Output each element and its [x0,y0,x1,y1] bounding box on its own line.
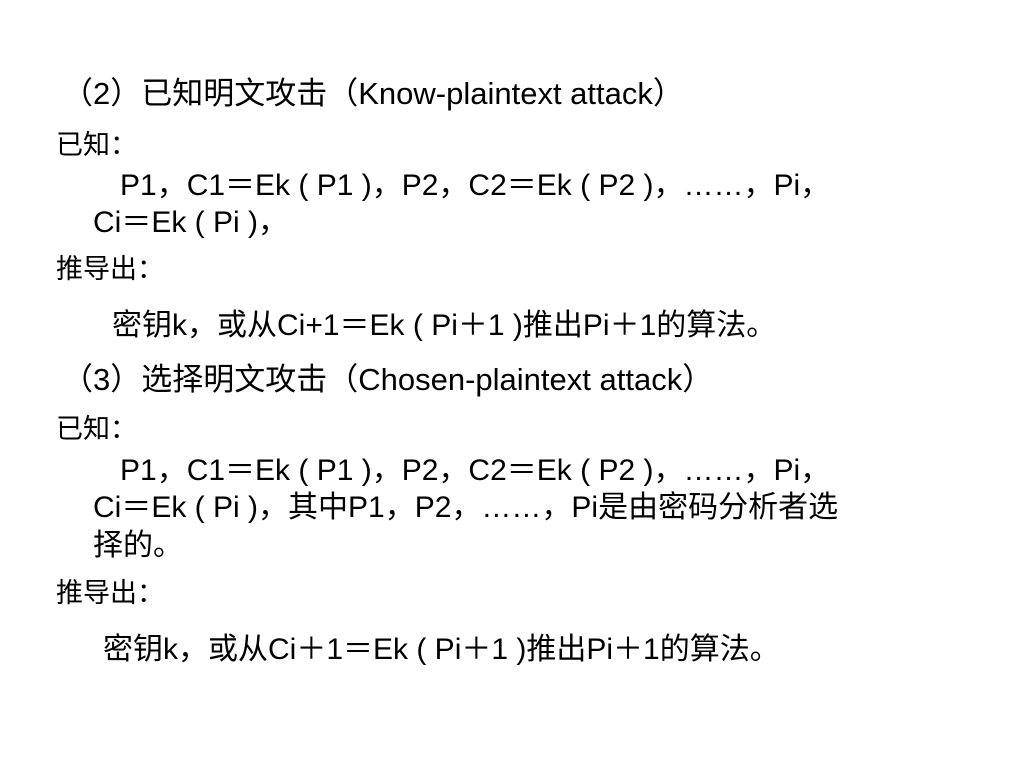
section-3-known-line-2: Ci＝Ek ( Pi )，其中P1，P2，……，Pi是由密码分析者选 [93,491,839,524]
section-3-known-label: 已知： [56,414,137,445]
section-2-known-label: 已知： [56,130,137,161]
section-3-heading: （3）选择明文攻击（Chosen-plaintext attack） [62,362,714,397]
section-3-known-line-1: P1，C1＝Ek ( P1 )，P2，C2＝Ek ( P2 )，……，Pi， [120,454,831,487]
section-2-known-line-2: Ci＝Ek ( Pi )， [93,206,288,239]
section-3-derive-line: 密钥k，或从Ci＋1＝Ek ( Pi＋1 )推出Pi＋1的算法。 [103,633,780,666]
section-3-known-line-3: 择的。 [93,529,183,562]
section-3-derive-label: 推导出： [56,578,164,609]
section-2-known-line-1: P1，C1＝Ek ( P1 )，P2，C2＝Ek ( P2 )，……，Pi， [120,169,831,202]
section-2-heading: （2）已知明文攻击（Know-plaintext attack） [62,76,684,111]
section-2-derive-label: 推导出： [56,254,164,285]
section-2-derive-line: 密钥k，或从Ci+1＝Ek ( Pi＋1 )推出Pi＋1的算法。 [112,309,777,342]
